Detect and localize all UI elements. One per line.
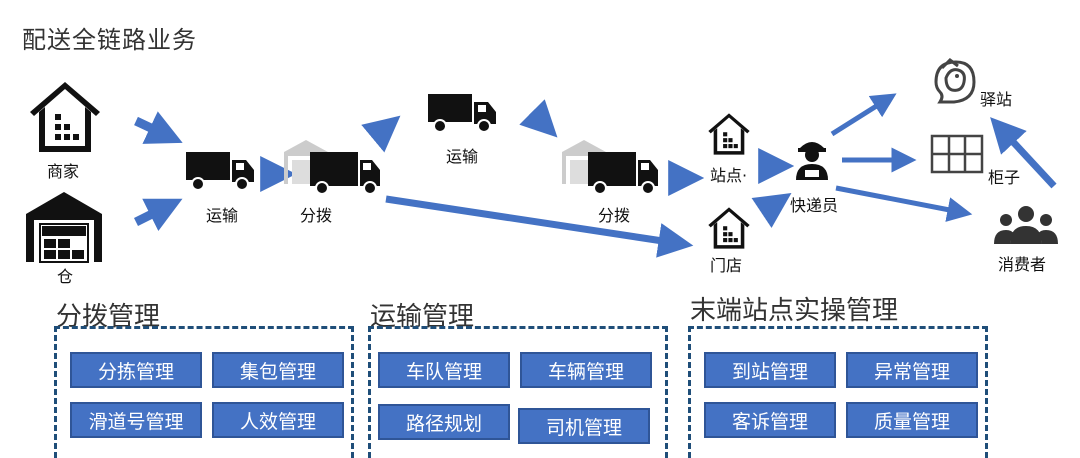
sorting-center-icon-2 <box>562 140 658 195</box>
arrow-store-courier <box>751 193 792 228</box>
quality-mgmt-button[interactable]: 质量管理 <box>846 402 978 438</box>
arrow-warehouse-transport <box>133 198 183 231</box>
chute-number-mgmt-button[interactable]: 滑道号管理 <box>70 402 202 438</box>
station-label: 站点· <box>710 166 748 185</box>
section-box-sorting-mgmt <box>54 326 354 458</box>
section-title-terminal-station-mgmt: 末端站点实操管理 <box>690 296 899 326</box>
arrow-consumer-post <box>990 117 1057 189</box>
locker-label: 柜子 <box>988 168 1021 187</box>
store-label: 门店 <box>710 256 743 275</box>
vehicle-mgmt-button[interactable]: 车辆管理 <box>520 352 652 388</box>
merchant-house-icon <box>30 82 100 152</box>
sorting-mgmt-button[interactable]: 分拣管理 <box>70 352 202 388</box>
exception-mgmt-button[interactable]: 异常管理 <box>846 352 978 388</box>
section-box-transport-mgmt <box>368 326 668 458</box>
arrow-courier-post <box>830 93 897 137</box>
sort-label-1: 分拨 <box>300 206 333 225</box>
post-station-label: 驿站 <box>980 90 1013 109</box>
warehouse-label: 仓 <box>57 267 74 286</box>
arrow-courier-consumer <box>835 185 973 222</box>
truck-icon <box>186 152 254 191</box>
sort-label-2: 分拨 <box>598 206 631 225</box>
arrow-sort-transport2 <box>361 115 401 153</box>
driver-mgmt-button[interactable]: 司机管理 <box>518 408 650 444</box>
arrow-sort-store <box>385 195 694 258</box>
warehouse-icon <box>26 192 102 263</box>
merchant-label: 商家 <box>47 162 80 181</box>
courier-icon <box>796 142 828 180</box>
fleet-mgmt-button[interactable]: 车队管理 <box>378 352 510 388</box>
consumer-label: 消费者 <box>998 255 1047 274</box>
arrival-mgmt-button[interactable]: 到站管理 <box>704 352 836 388</box>
sorting-center-icon <box>284 140 380 195</box>
post-station-bird-icon <box>934 58 976 104</box>
section-box-terminal-station-mgmt <box>688 326 988 458</box>
transport-label-2: 运输 <box>446 147 479 166</box>
courier-label: 快递员 <box>790 196 839 215</box>
station-house-icon <box>708 113 750 155</box>
consumer-people-icon <box>994 206 1058 244</box>
transport-label-1: 运输 <box>206 206 239 225</box>
truck-icon-2 <box>428 94 496 133</box>
package-mgmt-button[interactable]: 集包管理 <box>212 352 344 388</box>
arrow-transport2-sort2 <box>519 99 558 138</box>
labor-efficiency-mgmt-button[interactable]: 人效管理 <box>212 402 344 438</box>
locker-icon <box>930 134 984 174</box>
store-house-icon <box>708 207 750 249</box>
route-planning-button[interactable]: 路径规划 <box>378 404 510 440</box>
complaint-mgmt-button[interactable]: 客诉管理 <box>704 402 836 438</box>
arrow-merchant-transport <box>134 111 183 144</box>
page-title: 配送全链路业务 <box>22 26 197 54</box>
